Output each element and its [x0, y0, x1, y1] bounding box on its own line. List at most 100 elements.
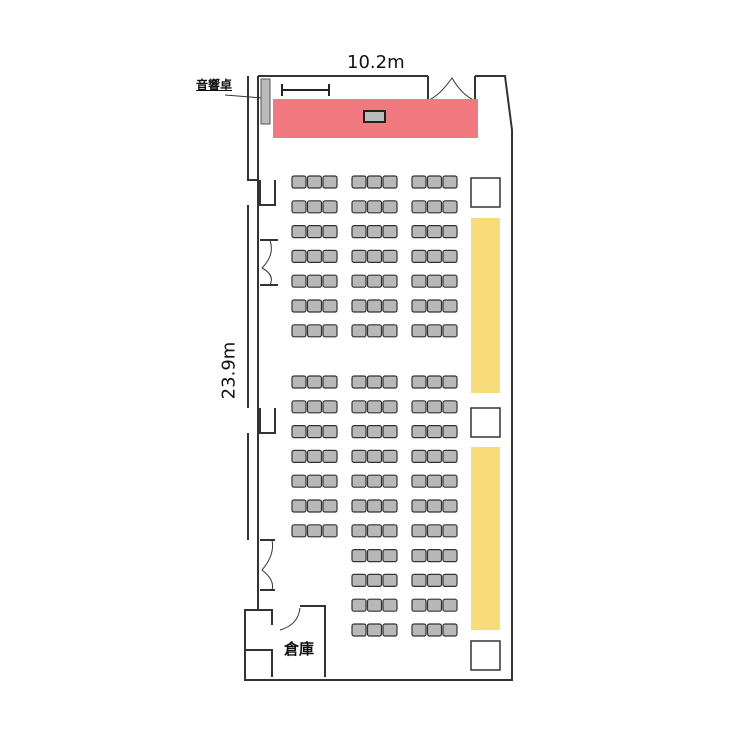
- chair: [306, 324, 323, 338]
- chair: [366, 474, 383, 488]
- chair: [382, 598, 398, 612]
- chair: [351, 375, 367, 389]
- chair: [306, 200, 323, 214]
- chair: [351, 425, 367, 439]
- chair: [411, 200, 427, 214]
- chair: [382, 375, 398, 389]
- chair: [322, 274, 338, 288]
- chair: [366, 299, 383, 313]
- chair: [366, 425, 383, 439]
- chair: [366, 449, 383, 463]
- chair: [322, 324, 338, 338]
- chair: [366, 400, 383, 414]
- chair: [382, 299, 398, 313]
- chair: [411, 324, 427, 338]
- chair: [351, 274, 367, 288]
- chair: [306, 400, 323, 414]
- chair: [426, 499, 443, 513]
- chair: [291, 524, 307, 538]
- chair: [426, 274, 443, 288]
- chair: [411, 274, 427, 288]
- chair: [306, 274, 323, 288]
- chair: [306, 225, 323, 239]
- chair: [442, 425, 458, 439]
- chair: [426, 474, 443, 488]
- chair: [382, 175, 398, 189]
- chair: [442, 623, 458, 637]
- chair: [291, 474, 307, 488]
- sound-desk-leader-line: [224, 94, 263, 99]
- chair: [411, 449, 427, 463]
- chair: [442, 400, 458, 414]
- chair: [382, 400, 398, 414]
- chair: [351, 175, 367, 189]
- pillar: [470, 407, 501, 438]
- chair: [366, 499, 383, 513]
- chair: [351, 200, 367, 214]
- chair: [322, 375, 338, 389]
- chair: [322, 449, 338, 463]
- chair: [411, 299, 427, 313]
- chair: [442, 449, 458, 463]
- chair: [306, 249, 323, 263]
- chair: [426, 175, 443, 189]
- chair: [291, 299, 307, 313]
- pillar: [470, 177, 501, 208]
- sound-desk: [260, 78, 271, 125]
- pillar: [470, 640, 501, 671]
- chair: [442, 175, 458, 189]
- chair: [442, 249, 458, 263]
- chair: [291, 324, 307, 338]
- chair: [411, 598, 427, 612]
- chair: [411, 249, 427, 263]
- chair: [306, 375, 323, 389]
- chair: [322, 299, 338, 313]
- chair: [442, 200, 458, 214]
- chair: [426, 449, 443, 463]
- chair: [442, 225, 458, 239]
- chair: [442, 375, 458, 389]
- chair: [426, 425, 443, 439]
- chair: [442, 598, 458, 612]
- chair: [442, 474, 458, 488]
- chair: [411, 524, 427, 538]
- chair: [366, 225, 383, 239]
- chair: [442, 299, 458, 313]
- chair: [442, 324, 458, 338]
- chair: [351, 225, 367, 239]
- chair: [322, 425, 338, 439]
- chair: [291, 400, 307, 414]
- width-dimension-label: 10.2m: [347, 52, 405, 73]
- chair: [306, 299, 323, 313]
- chair: [366, 524, 383, 538]
- chair: [411, 623, 427, 637]
- chair: [426, 299, 443, 313]
- chair: [426, 598, 443, 612]
- chair: [322, 524, 338, 538]
- storage-label: 倉庫: [284, 640, 315, 658]
- chair: [382, 474, 398, 488]
- chair: [351, 249, 367, 263]
- chair: [351, 499, 367, 513]
- chair: [291, 175, 307, 189]
- chair: [366, 324, 383, 338]
- chair: [351, 573, 367, 588]
- side-table-area: [471, 447, 500, 630]
- chair: [291, 499, 307, 513]
- chair: [322, 400, 338, 414]
- chair: [426, 548, 443, 563]
- chair: [411, 548, 427, 563]
- chair: [382, 274, 398, 288]
- chair: [382, 425, 398, 439]
- chair: [291, 274, 307, 288]
- sound-desk-label: 音響卓: [196, 78, 233, 92]
- chair: [291, 200, 307, 214]
- chair: [291, 425, 307, 439]
- chair: [366, 274, 383, 288]
- chair: [322, 175, 338, 189]
- chair: [366, 598, 383, 612]
- chair: [411, 499, 427, 513]
- chair: [366, 175, 383, 189]
- chair: [426, 375, 443, 389]
